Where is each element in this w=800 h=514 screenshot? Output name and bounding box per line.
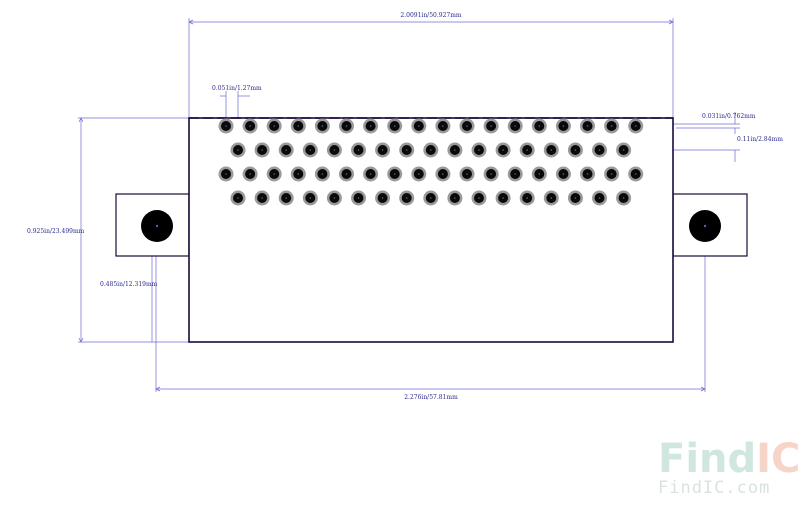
pin — [435, 166, 451, 182]
row-offset-label: 0.031in/0.762mm — [702, 113, 756, 120]
pin — [242, 166, 258, 182]
pin — [507, 166, 523, 182]
pin — [483, 166, 499, 182]
pin — [351, 142, 366, 158]
pin — [604, 118, 620, 134]
connector-body — [188, 117, 674, 343]
mounting-hole-right — [689, 210, 721, 242]
pin — [375, 190, 391, 206]
pin — [314, 118, 330, 134]
pin — [543, 190, 559, 206]
pin — [628, 166, 644, 182]
dimension-overall-width: 2.0091in/50.927mm — [188, 12, 674, 118]
pin — [447, 142, 463, 158]
pin — [387, 166, 403, 182]
pin — [290, 166, 306, 182]
row-pitch-label: 0.11in/2.84mm — [737, 136, 783, 143]
pin — [543, 142, 559, 158]
pin — [363, 166, 379, 182]
pin — [471, 142, 487, 158]
pin — [230, 142, 246, 158]
pin — [302, 142, 318, 158]
pin — [447, 190, 463, 206]
pin — [592, 142, 607, 158]
mount-spacing-label: 2.276in/57.81mm — [404, 394, 458, 401]
pin — [604, 166, 620, 182]
pin — [399, 142, 415, 158]
pin — [326, 142, 342, 158]
mounting-hole-left — [141, 210, 173, 242]
pin — [423, 142, 439, 158]
watermark-logo-prefix: Find — [658, 436, 756, 482]
pin — [580, 118, 595, 134]
pin — [218, 118, 234, 134]
overall-height-label: 0.925in/23.499mm — [27, 228, 85, 235]
pin — [326, 190, 342, 206]
pin — [555, 166, 571, 182]
watermark-logo-suffix: IC — [756, 436, 800, 482]
pin — [411, 166, 427, 182]
pin — [302, 190, 318, 206]
pin — [519, 142, 535, 158]
pin — [555, 118, 571, 134]
pin — [411, 118, 427, 134]
overall-width-label: 2.0091in/50.927mm — [400, 12, 461, 19]
watermark-site: FindIC.com — [658, 478, 770, 498]
pin-pitch-label: 0.051in/1.27mm — [212, 85, 262, 92]
pin — [495, 190, 511, 206]
pin — [592, 190, 607, 206]
pin — [218, 166, 234, 182]
pin — [242, 118, 258, 134]
pin — [471, 190, 487, 206]
dimension-overall-height: 0.925in/23.499mm — [27, 117, 189, 343]
pin — [339, 166, 354, 182]
mount-height-label: 0.485in/12.319mm — [100, 281, 158, 288]
pin — [230, 190, 246, 206]
pin — [519, 190, 535, 206]
pin — [507, 118, 523, 134]
pin — [495, 142, 511, 158]
pin — [616, 190, 632, 206]
pin — [254, 142, 270, 158]
pin — [363, 118, 379, 134]
pin — [399, 190, 415, 206]
pin — [375, 142, 391, 158]
pin-array — [218, 118, 644, 206]
findic-watermark: FindIC FindIC.com — [658, 436, 800, 498]
pin — [387, 118, 403, 134]
pin — [278, 190, 294, 206]
pin — [351, 190, 366, 206]
pin — [616, 142, 632, 158]
pin — [290, 118, 306, 134]
pin — [531, 118, 547, 134]
pin — [531, 166, 547, 182]
pin — [483, 118, 499, 134]
pin — [266, 118, 282, 134]
pin — [459, 166, 475, 182]
pin — [266, 166, 282, 182]
pin — [580, 166, 595, 182]
pin — [628, 118, 644, 134]
pin — [314, 166, 330, 182]
pin — [423, 190, 439, 206]
pin — [254, 190, 270, 206]
pin — [435, 118, 451, 134]
svg-text:FindIC: FindIC — [658, 436, 800, 482]
pin — [459, 118, 475, 134]
pin — [567, 142, 583, 158]
pin — [278, 142, 294, 158]
pin — [339, 118, 354, 134]
pin — [567, 190, 583, 206]
